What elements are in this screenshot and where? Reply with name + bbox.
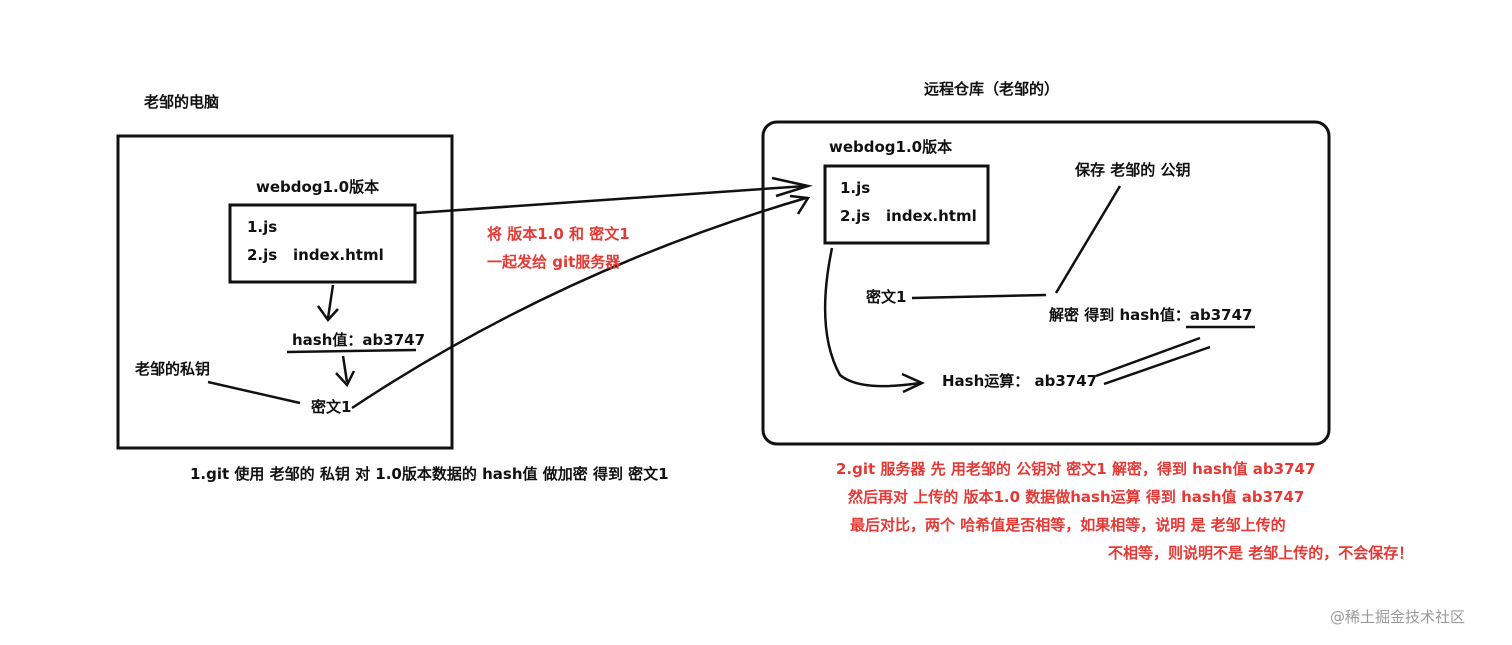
right-version-label: webdog1.0版本 <box>829 138 953 156</box>
arrow-send-cipher <box>351 196 807 410</box>
decrypt-label: 解密 得到 hash值：ab3747 <box>1049 306 1253 324</box>
middle-line-2: 一起发给 git服务器 <box>487 253 621 271</box>
left-file-2: 2.js <box>247 246 278 264</box>
arrow-send-version <box>415 184 807 215</box>
left-hash: hash值：ab3747 <box>292 331 426 349</box>
hash-underline <box>286 348 417 354</box>
equals-line-2 <box>1103 345 1211 386</box>
right-caption-3: 最后对比，两个 哈希值是否相等，如果相等，说明 是 老邹上传的 <box>850 516 1286 534</box>
private-key-label: 老邹的私钥 <box>135 360 211 378</box>
left-caption: 1.git 使用 老邹的 私钥 对 1.0版本数据的 hash值 做加密 得到 … <box>190 465 669 483</box>
private-key-line <box>207 380 301 405</box>
watermark: @稀土掘金技术社区 <box>1330 608 1466 626</box>
computer-box <box>116 134 454 450</box>
right-title: 远程仓库（老邹的） <box>924 80 1060 98</box>
repository-box <box>761 120 1331 446</box>
right-caption-4: 不相等，则说明不是 老邹上传的，不会保存！ <box>1108 544 1414 562</box>
hash-calc-label: Hash运算： ab3747 <box>942 372 1098 390</box>
public-key-line <box>1054 185 1122 294</box>
left-title: 老邹的电脑 <box>144 93 220 111</box>
left-version-label: webdog1.0版本 <box>256 178 380 196</box>
arrow-version-to-hashcalc <box>823 247 921 388</box>
right-caption-1: 2.git 服务器 先 用老邹的 公钥对 密文1 解密，得到 hash值 ab3… <box>836 460 1316 478</box>
left-file-3: index.html <box>293 246 384 264</box>
right-caption-2: 然后再对 上传的 版本1.0 数据做hash运算 得到 hash值 ab3747 <box>848 488 1305 506</box>
left-cipher: 密文1 <box>311 398 352 416</box>
arrow-version-to-hash <box>326 284 335 319</box>
left-file-1: 1.js <box>247 218 278 236</box>
arrow-hash-to-cipher <box>341 355 349 383</box>
middle-line-1: 将 版本1.0 和 密文1 <box>487 225 630 243</box>
right-file-1: 1.js <box>840 179 871 197</box>
right-cipher: 密文1 <box>866 288 907 306</box>
right-file-3: index.html <box>886 207 977 225</box>
version-box-right <box>823 164 990 245</box>
cipher-line <box>911 293 1047 300</box>
public-key-label: 保存 老邹的 公钥 <box>1075 161 1191 179</box>
version-box-left <box>228 203 417 284</box>
equals-line-1 <box>1095 336 1201 378</box>
right-file-2: 2.js <box>840 207 871 225</box>
